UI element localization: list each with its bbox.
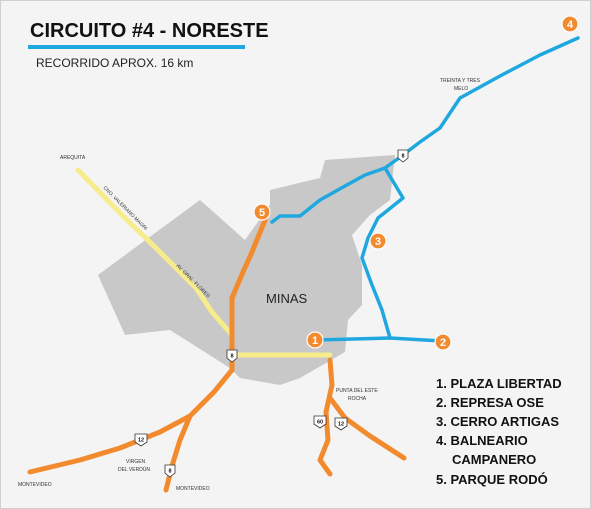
svg-text:12: 12 — [338, 422, 344, 428]
legend-item-3: 3. CERRO ARTIGAS — [436, 414, 559, 429]
legend-item-4b: CAMPANERO — [452, 452, 536, 467]
title-underline — [28, 45, 245, 49]
legend-item-1: 1. PLAZA LIBERTAD — [436, 376, 562, 391]
place-label-montevideo-south: MONTEVIDEO — [176, 486, 210, 492]
svg-text:8: 8 — [401, 154, 404, 160]
marker-3-cerro-artigas[interactable]: 3 — [369, 232, 387, 250]
city-label-minas: MINAS — [266, 291, 308, 306]
route-shield-8-center: 8 — [226, 349, 238, 363]
route-shield-12-west: 12 — [134, 433, 148, 447]
svg-text:2: 2 — [440, 337, 446, 349]
road-ruta-60 — [317, 357, 335, 477]
place-label-melo: MELO — [454, 86, 468, 92]
marker-4-balneario-campanero[interactable]: 4 — [561, 15, 579, 33]
route-shield-8-south: 8 — [164, 464, 176, 478]
legend-item-2: 2. REPRESA OSE — [436, 395, 544, 410]
circuit-route-north — [270, 36, 580, 224]
place-label-montevideo-west: MONTEVIDEO — [18, 482, 52, 488]
legend: 1. PLAZA LIBERTAD 2. REPRESA OSE 3. CERR… — [436, 376, 562, 487]
svg-text:8: 8 — [168, 469, 171, 475]
place-label-rocha: ROCHA — [348, 396, 367, 402]
place-label-del-verdun: DEL VERDÚN — [118, 466, 150, 473]
place-label-treinta-y-tres: TREINTA Y TRES — [440, 78, 481, 84]
svg-text:8: 8 — [230, 354, 233, 360]
road-ruta-8-south — [163, 413, 193, 493]
place-label-punta-del-este: PUNTA DEL ESTE — [336, 388, 378, 394]
place-label-virgen: VIRGEN — [126, 459, 146, 465]
route-shield-8-north: 8 — [397, 149, 409, 163]
circuit-route-loop — [360, 166, 405, 340]
street-label-valeriano-magri: CNO. VALERIANO MAGRI — [102, 185, 149, 232]
marker-1-plaza-libertad[interactable]: 1 — [306, 331, 324, 349]
route-shield-12-east: 12 — [334, 417, 348, 431]
road-ruta-8 — [27, 217, 268, 475]
svg-text:12: 12 — [138, 438, 144, 444]
marker-2-represa-ose[interactable]: 2 — [434, 333, 452, 351]
route-shield-60: 60 — [313, 415, 327, 429]
svg-text:60: 60 — [317, 420, 323, 426]
svg-text:4: 4 — [567, 19, 574, 31]
svg-text:3: 3 — [375, 236, 381, 248]
marker-5-parque-rodo[interactable]: 5 — [253, 203, 271, 221]
svg-text:1: 1 — [312, 335, 318, 347]
road-ruta-12-east — [327, 395, 407, 461]
circuit-route-east — [313, 336, 444, 343]
road-valeriano-magri — [75, 167, 235, 338]
page-title: CIRCUITO #4 - NORESTE — [30, 20, 269, 42]
svg-text:5: 5 — [259, 207, 265, 219]
place-label-arequita: AREQUITA — [60, 155, 86, 161]
page-subtitle: RECORRIDO APROX. 16 km — [36, 56, 193, 70]
legend-item-4: 4. BALNEARIO — [436, 433, 528, 448]
legend-item-5: 5. PARQUE RODÓ — [436, 472, 548, 487]
